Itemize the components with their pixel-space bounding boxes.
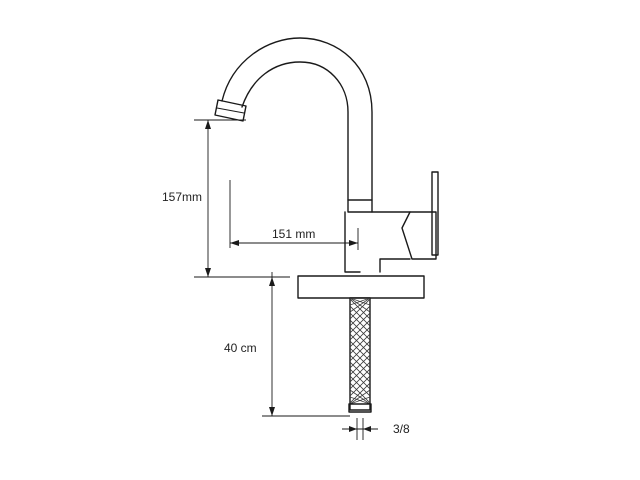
spout-height-label: 157mm — [162, 190, 202, 204]
spout-collar — [347, 199, 373, 213]
aerator-nozzle — [214, 99, 247, 122]
dimension-spout-height: 157mm — [162, 119, 290, 278]
faucet-spout — [221, 37, 373, 201]
braided-hose — [348, 297, 372, 413]
faucet-body — [344, 211, 411, 273]
dimension-spout-reach: 151 mm — [229, 180, 359, 250]
hose-length-label: 40 cm — [224, 341, 257, 355]
dimension-hose-thread: 3/8 — [342, 418, 410, 440]
hose-thread-label: 3/8 — [393, 422, 410, 436]
hose-braid-pattern — [350, 298, 370, 404]
base-plate — [297, 275, 425, 299]
lever-handle — [401, 171, 439, 260]
dimension-hose-length: 40 cm — [224, 272, 350, 417]
spout-reach-label: 151 mm — [272, 227, 315, 241]
